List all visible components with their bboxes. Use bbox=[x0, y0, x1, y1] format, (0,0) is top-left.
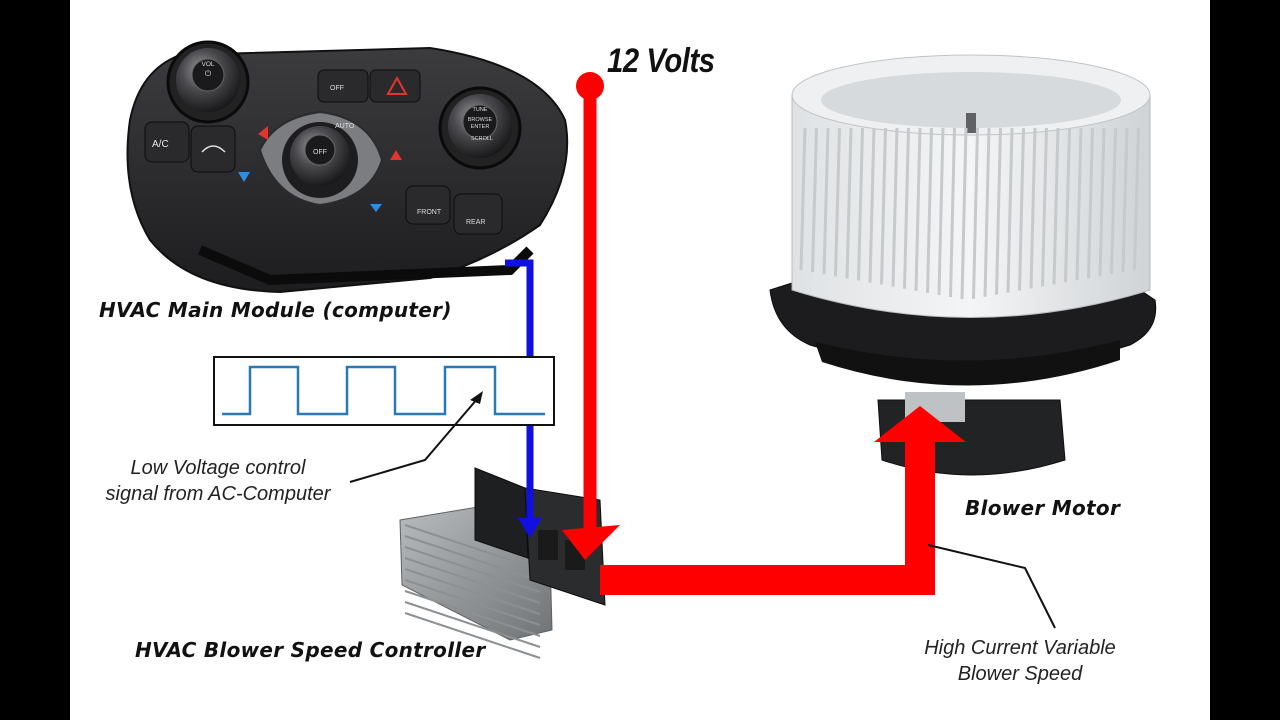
fan-blade bbox=[1018, 127, 1025, 291]
fan-hub-area bbox=[821, 72, 1121, 128]
signal-callout-line bbox=[349, 397, 479, 483]
fan-blade bbox=[868, 127, 876, 283]
fan-blade bbox=[857, 127, 864, 281]
ac-button[interactable]: A/C bbox=[144, 121, 190, 163]
vol-label: VOL bbox=[201, 61, 214, 68]
signal-wire bbox=[505, 259, 534, 520]
top-off-button[interactable]: OFF bbox=[317, 69, 369, 103]
off-label: OFF bbox=[330, 85, 344, 92]
high-current-speed-line-1: High Current Variable bbox=[924, 637, 1116, 659]
recirculation-button[interactable] bbox=[190, 125, 236, 173]
fan-blade bbox=[834, 127, 841, 277]
heatsink-fin bbox=[404, 546, 541, 593]
fan-blades bbox=[799, 127, 1140, 300]
fan-speed-knob[interactable]: OFF AUTO bbox=[258, 110, 384, 207]
power-source-terminal bbox=[576, 72, 604, 100]
signal-wire-arrowhead bbox=[518, 518, 542, 538]
signal-callout-arrowhead bbox=[470, 391, 483, 404]
high-current-speed-label: High Current Variable Blower Speed bbox=[890, 635, 1150, 687]
low-voltage-signal-line-1: Low Voltage control bbox=[130, 457, 306, 479]
fan-blade bbox=[1133, 127, 1140, 270]
scroll-label: SCROLL bbox=[471, 136, 493, 142]
fan-blade bbox=[949, 127, 956, 298]
fan-blade bbox=[937, 127, 945, 295]
fan-blade bbox=[1029, 127, 1037, 289]
fan-blade bbox=[1064, 127, 1071, 283]
fan-blade bbox=[799, 127, 807, 271]
heatsink-fin bbox=[404, 579, 541, 626]
fan-blade bbox=[822, 127, 830, 275]
fan-off-label: OFF bbox=[313, 149, 327, 156]
fan-blade bbox=[983, 127, 991, 297]
heatsink-fins bbox=[404, 524, 541, 659]
fan-blade bbox=[1041, 127, 1048, 287]
browse-label: BROWSE bbox=[468, 117, 493, 123]
heatsink-fin bbox=[404, 557, 541, 604]
heatsink-fin bbox=[404, 568, 541, 615]
hazard-icon bbox=[386, 75, 408, 95]
tune-knob[interactable]: TUNE BROWSE ENTER SCROLL bbox=[438, 86, 522, 170]
fan-blade bbox=[995, 127, 1002, 295]
heatsink-fin bbox=[404, 612, 541, 659]
front-label: FRONT bbox=[417, 209, 442, 216]
volume-knob[interactable]: VOL ⏻ bbox=[166, 40, 250, 124]
low-voltage-signal-line-2: signal from AC-Computer bbox=[105, 483, 331, 505]
heatsink-fin bbox=[404, 524, 541, 571]
fan-blade bbox=[903, 127, 910, 289]
heatsink-fin bbox=[404, 590, 541, 637]
fan-blade bbox=[1121, 127, 1129, 272]
hvac-main-module-label: HVAC Main Module (computer) bbox=[99, 298, 452, 322]
speed-callout-line bbox=[927, 544, 1056, 629]
fan-blade bbox=[1075, 127, 1083, 281]
fan-hub-nut bbox=[966, 113, 976, 133]
temp-down-right-icon[interactable] bbox=[370, 204, 382, 212]
connector-plate bbox=[474, 467, 529, 559]
fan-blade bbox=[914, 127, 922, 291]
fan-blade bbox=[1006, 127, 1014, 293]
fan-blade bbox=[845, 127, 853, 279]
recirculation-icon bbox=[201, 145, 226, 153]
auto-label: AUTO bbox=[335, 123, 355, 130]
temp-up-left-icon[interactable] bbox=[258, 126, 268, 140]
power-icon: ⏻ bbox=[205, 69, 212, 78]
fan-blade bbox=[1110, 127, 1117, 275]
rear-label: REAR bbox=[466, 219, 485, 226]
connector-pin-slot bbox=[538, 530, 558, 560]
blower-speed-controller-image bbox=[399, 467, 606, 659]
high-current-wire bbox=[600, 438, 935, 595]
fan-blade bbox=[880, 127, 887, 285]
voltage-label: 12 Volts bbox=[607, 42, 715, 80]
heatsink-fin bbox=[404, 601, 541, 648]
fan-blade bbox=[960, 127, 968, 300]
blower-motor-label: Blower Motor bbox=[965, 496, 1121, 520]
fan-blade bbox=[891, 127, 899, 287]
low-voltage-signal-label: Low Voltage control signal from AC-Compu… bbox=[88, 455, 348, 507]
blower-motor-image bbox=[769, 54, 1157, 476]
front-defrost-button[interactable]: FRONT bbox=[405, 185, 451, 225]
flange-lip bbox=[815, 340, 1120, 386]
enter-label: ENTER bbox=[471, 124, 490, 130]
rear-defrost-button[interactable]: REAR bbox=[453, 193, 503, 235]
high-current-speed-line-2: Blower Speed bbox=[957, 663, 1083, 685]
hvac-diagram: VOL ⏻ OFF A/C OFF AUTO bbox=[126, 40, 1157, 659]
hazard-button[interactable] bbox=[369, 69, 421, 103]
diagram-canvas: VOL ⏻ OFF A/C OFF AUTO bbox=[70, 0, 1210, 720]
pwm-square-wave bbox=[222, 365, 545, 416]
tune-label: TUNE bbox=[473, 107, 488, 113]
fan-blade bbox=[811, 127, 818, 273]
fan-blade bbox=[1098, 127, 1106, 277]
ac-label: A/C bbox=[152, 139, 169, 150]
temp-down-left-icon[interactable] bbox=[238, 172, 250, 182]
temp-up-right-icon[interactable] bbox=[390, 150, 402, 160]
high-current-wire-arrowhead bbox=[874, 406, 966, 442]
fan-blade bbox=[1052, 127, 1060, 285]
fan-blade bbox=[1087, 127, 1094, 279]
blower-speed-controller-label: HVAC Blower Speed Controller bbox=[135, 638, 486, 662]
hvac-control-panel: VOL ⏻ OFF A/C OFF AUTO bbox=[126, 40, 569, 294]
power-wire-arrowhead bbox=[562, 525, 620, 560]
heatsink-fin bbox=[404, 535, 541, 582]
fan-blade bbox=[972, 127, 979, 299]
fan-blade bbox=[926, 127, 933, 293]
